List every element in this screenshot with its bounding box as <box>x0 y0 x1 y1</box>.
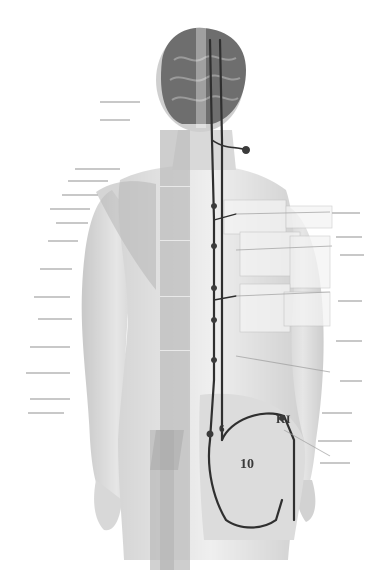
overlay-panels <box>224 200 332 332</box>
point-label-k: KI <box>276 413 291 425</box>
point-label-6: 6 <box>219 424 225 435</box>
region-label-10: 10 <box>240 458 254 472</box>
